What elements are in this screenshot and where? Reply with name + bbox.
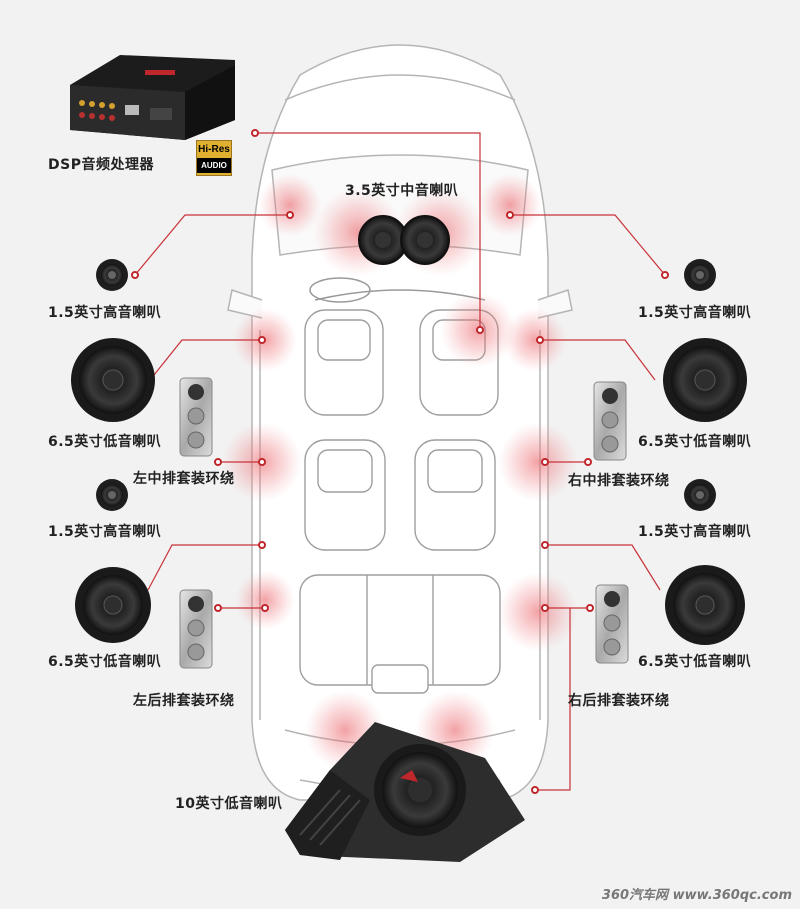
- label-surround-rl: 左后排套装环绕: [133, 693, 235, 709]
- tweeter-speakers: [96, 259, 716, 511]
- label-mid-front: 3.5英寸中音喇叭: [345, 183, 459, 199]
- label-tweeter-fl: 1.5英寸高音喇叭: [48, 305, 162, 321]
- label-dsp: DSP音频处理器: [48, 157, 154, 173]
- label-tweeter-ml: 1.5英寸高音喇叭: [48, 524, 162, 540]
- label-woofer-fl: 6.5英寸低音喇叭: [48, 434, 162, 450]
- label-woofer-fr: 6.5英寸低音喇叭: [638, 434, 752, 450]
- badge-line1: Hi-Res: [198, 144, 230, 155]
- badge-line2: AUDIO: [197, 158, 231, 173]
- label-surround-rr: 右后排套装环绕: [568, 693, 670, 709]
- label-subwoofer: 10英寸低音喇叭: [175, 796, 283, 812]
- label-surround-ml: 左中排套装环绕: [133, 471, 235, 487]
- label-surround-mr: 右中排套装环绕: [568, 473, 670, 489]
- watermark: 360汽车网 www.360qc.com: [601, 888, 792, 903]
- connector-dots: [131, 129, 669, 794]
- hi-res-audio-badge: Hi-Res AUDIO: [196, 140, 232, 176]
- subwoofer-image: [285, 722, 525, 862]
- midrange-speakers: [358, 215, 450, 265]
- label-woofer-rr: 6.5英寸低音喇叭: [638, 654, 752, 670]
- connector-lines: [134, 132, 666, 791]
- dsp-processor-image: [70, 55, 235, 140]
- woofer-speakers: [71, 338, 747, 645]
- label-tweeter-mr: 1.5英寸高音喇叭: [638, 524, 752, 540]
- label-tweeter-fr: 1.5英寸高音喇叭: [638, 305, 752, 321]
- label-woofer-rl: 6.5英寸低音喇叭: [48, 654, 162, 670]
- surround-speaker-sets: [179, 377, 629, 669]
